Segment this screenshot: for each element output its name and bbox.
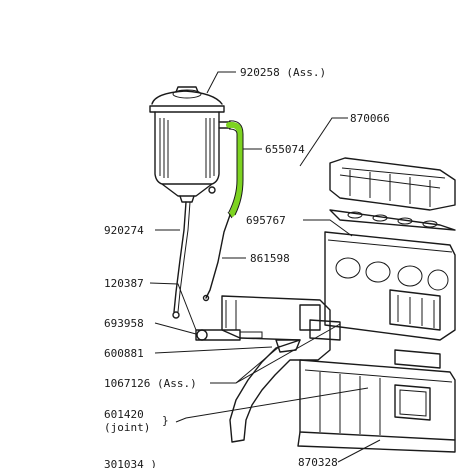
label-655074: 655074 (265, 143, 305, 156)
brace: } (162, 414, 169, 427)
cylinder-block (324, 231, 456, 341)
label-695767: 695767 (246, 214, 286, 227)
label-870328: 870328 (298, 456, 338, 468)
label-600881: 600881 (104, 347, 144, 360)
label-601420-joint: (joint) (104, 421, 150, 434)
label-920258: 920258 (Ass.) (240, 66, 326, 79)
manifold (221, 295, 341, 443)
label-120387: 120387 (104, 277, 144, 290)
label-1067126: 1067126 (Ass.) (104, 377, 197, 390)
highlighted-pipe-655074 (226, 121, 243, 217)
label-920274: 920274 (104, 224, 144, 237)
oil-reservoir (149, 86, 231, 203)
cylinder-head-cover (329, 157, 456, 211)
gasket (329, 209, 456, 231)
label-301034: 301034 ) (104, 458, 157, 468)
lower-block (297, 349, 456, 453)
label-601420: 601420 (104, 408, 144, 421)
label-693958: 693958 (104, 317, 144, 330)
label-861598: 861598 (250, 252, 290, 265)
label-870066: 870066 (350, 112, 390, 125)
leader-lines (149, 71, 381, 463)
